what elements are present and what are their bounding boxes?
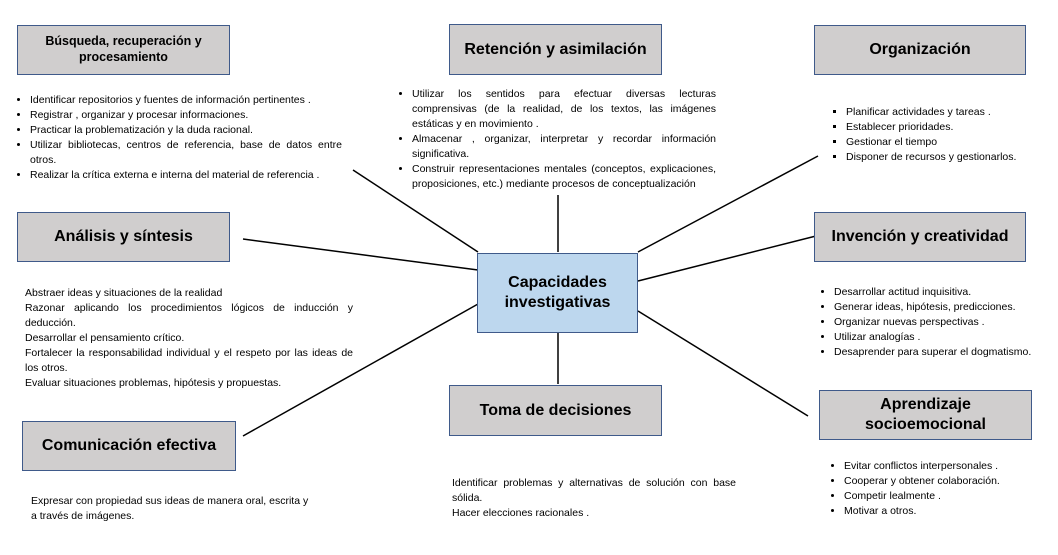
list-item: Cooperar y obtener colaboración. — [844, 474, 1045, 489]
center-label: Capacidades investigativas — [504, 274, 611, 311]
node-busqueda: Búsqueda, recuperación y procesamiento — [17, 25, 230, 75]
analisis-list: Abstraer ideas y situaciones de la reali… — [25, 286, 353, 391]
connector-analisis — [242, 238, 479, 271]
node-busqueda-title: Búsqueda, recuperación y procesamiento — [45, 34, 202, 64]
node-retencion: Retención y asimilación — [449, 24, 662, 75]
node-organizacion: Organización — [814, 25, 1026, 75]
list-item: Fortalecer la responsabilidad individual… — [25, 347, 353, 374]
center-node: Capacidades investigativas — [477, 253, 638, 333]
node-aprendizaje-title: Aprendizaje socioemocional — [865, 396, 986, 433]
connector-organizacion — [637, 155, 819, 253]
list-item: Construir representaciones mentales (con… — [412, 162, 716, 192]
list-item: Desarrollar actitud inquisitiva. — [834, 285, 1052, 300]
list-item: Competir lealmente . — [844, 489, 1045, 504]
list-item: Hacer elecciones racionales . — [452, 507, 590, 519]
list-item: Utilizar analogías . — [834, 330, 1052, 345]
list-item: Evaluar situaciones problemas, hipótesis… — [25, 377, 282, 389]
list-item: Generar ideas, hipótesis, predicciones. — [834, 300, 1052, 315]
organizacion-list: Planificar actividades y tareas . Establ… — [818, 105, 1048, 165]
list-item: Gestionar el tiempo — [846, 135, 1048, 150]
list-item: Realizar la crítica externa e interna de… — [30, 168, 342, 183]
list-item: Abstraer ideas y situaciones de la reali… — [25, 287, 223, 299]
retencion-list: Utilizar los sentidos para efectuar dive… — [398, 87, 716, 192]
node-invencion: Invención y creatividad — [814, 212, 1026, 262]
node-aprendizaje: Aprendizaje socioemocional — [819, 390, 1032, 440]
list-item: Practicar la problematización y la duda … — [30, 123, 342, 138]
list-item: Planificar actividades y tareas . — [846, 105, 1048, 120]
list-item: Evitar conflictos interpersonales . — [844, 459, 1045, 474]
busqueda-list: Identificar repositorios y fuentes de in… — [16, 93, 342, 183]
list-item: Utilizar bibliotecas, centros de referen… — [30, 138, 342, 168]
connector-busqueda — [352, 169, 479, 253]
comunicacion-list: Expresar con propiedad sus ideas de mane… — [31, 494, 311, 524]
node-analisis-title: Análisis y síntesis — [54, 228, 193, 245]
list-item: Razonar aplicando los procedimientos lóg… — [25, 302, 353, 329]
list-item: Desaprender para superar el dogmatismo. — [834, 345, 1052, 360]
aprendizaje-list: Evitar conflictos interpersonales . Coop… — [830, 459, 1045, 519]
list-item: Utilizar los sentidos para efectuar dive… — [412, 87, 716, 132]
list-item: Identificar repositorios y fuentes de in… — [30, 93, 342, 108]
list-item: Establecer prioridades. — [846, 120, 1048, 135]
node-analisis: Análisis y síntesis — [17, 212, 230, 262]
list-item: Almacenar , organizar, interpretar y rec… — [412, 132, 716, 162]
list-item: Expresar con propiedad sus ideas de mane… — [31, 495, 309, 522]
node-retencion-title: Retención y asimilación — [464, 40, 647, 58]
list-item: Disponer de recursos y gestionarlos. — [846, 150, 1048, 165]
decisiones-list: Identificar problemas y alternativas de … — [452, 476, 736, 521]
node-decisiones: Toma de decisiones — [449, 385, 662, 436]
list-item: Desarrollar el pensamiento crítico. — [25, 332, 185, 344]
connector-invencion — [637, 235, 817, 282]
connector-aprendizaje — [637, 310, 809, 417]
node-invencion-title: Invención y creatividad — [831, 228, 1009, 245]
node-decisiones-title: Toma de decisiones — [479, 401, 632, 419]
node-comunicacion-title: Comunicación efectiva — [41, 437, 217, 454]
list-item: Organizar nuevas perspectivas . — [834, 315, 1052, 330]
node-organizacion-title: Organización — [869, 41, 971, 58]
connector-comunicacion — [242, 303, 479, 437]
list-item: Identificar problemas y alternativas de … — [452, 477, 736, 504]
list-item: Motivar a otros. — [844, 504, 1045, 519]
invencion-list: Desarrollar actitud inquisitiva. Generar… — [820, 285, 1052, 360]
list-item: Registrar , organizar y procesar informa… — [30, 108, 342, 123]
node-comunicacion: Comunicación efectiva — [22, 421, 236, 471]
